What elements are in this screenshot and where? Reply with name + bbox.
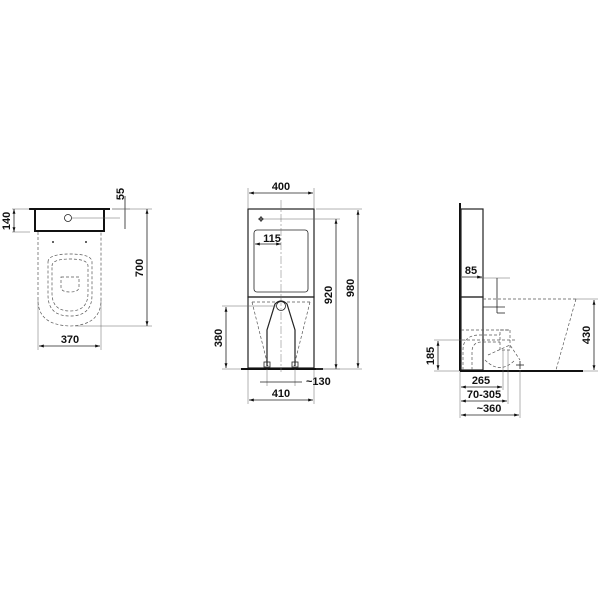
dim-total-height: 980	[345, 279, 357, 297]
dim-width: 370	[61, 334, 79, 346]
bowl-outline	[37, 232, 102, 327]
dim-outlet-range: 70-305	[467, 389, 501, 401]
cistern-side	[460, 208, 484, 298]
dim-inlet-offset: 55	[115, 188, 127, 200]
dim-foot-width: 410	[272, 388, 290, 400]
dim-outlet-height: 185	[425, 347, 437, 365]
front-view: 400 115 920 980 380 ~130 410	[213, 181, 362, 404]
tank-outline	[34, 209, 105, 232]
dim-tank-width: 400	[272, 181, 290, 193]
dim-tank-depth: 140	[1, 212, 13, 230]
side-view: 85 430 185 265 70-305 ~360	[425, 203, 598, 418]
dim-inlet-offset: 115	[263, 233, 281, 245]
dim-depth: 700	[134, 259, 146, 277]
dim-bolt-distance: ~360	[477, 403, 502, 415]
seat-outline	[47, 253, 93, 317]
dim-bolt-offset: ~130	[306, 376, 331, 388]
trap-outline	[266, 300, 296, 366]
dim-seat-height: 430	[581, 326, 593, 344]
top-view: 140 55 700 370	[1, 188, 152, 350]
dim-inlet-wall-offset: 85	[465, 265, 477, 277]
dim-outlet-distance: 265	[472, 375, 490, 387]
dim-outlet-height: 380	[213, 329, 225, 347]
dim-inlet-height: 920	[323, 286, 335, 304]
bowl-hole	[60, 276, 80, 293]
inlet-circle	[64, 214, 72, 222]
